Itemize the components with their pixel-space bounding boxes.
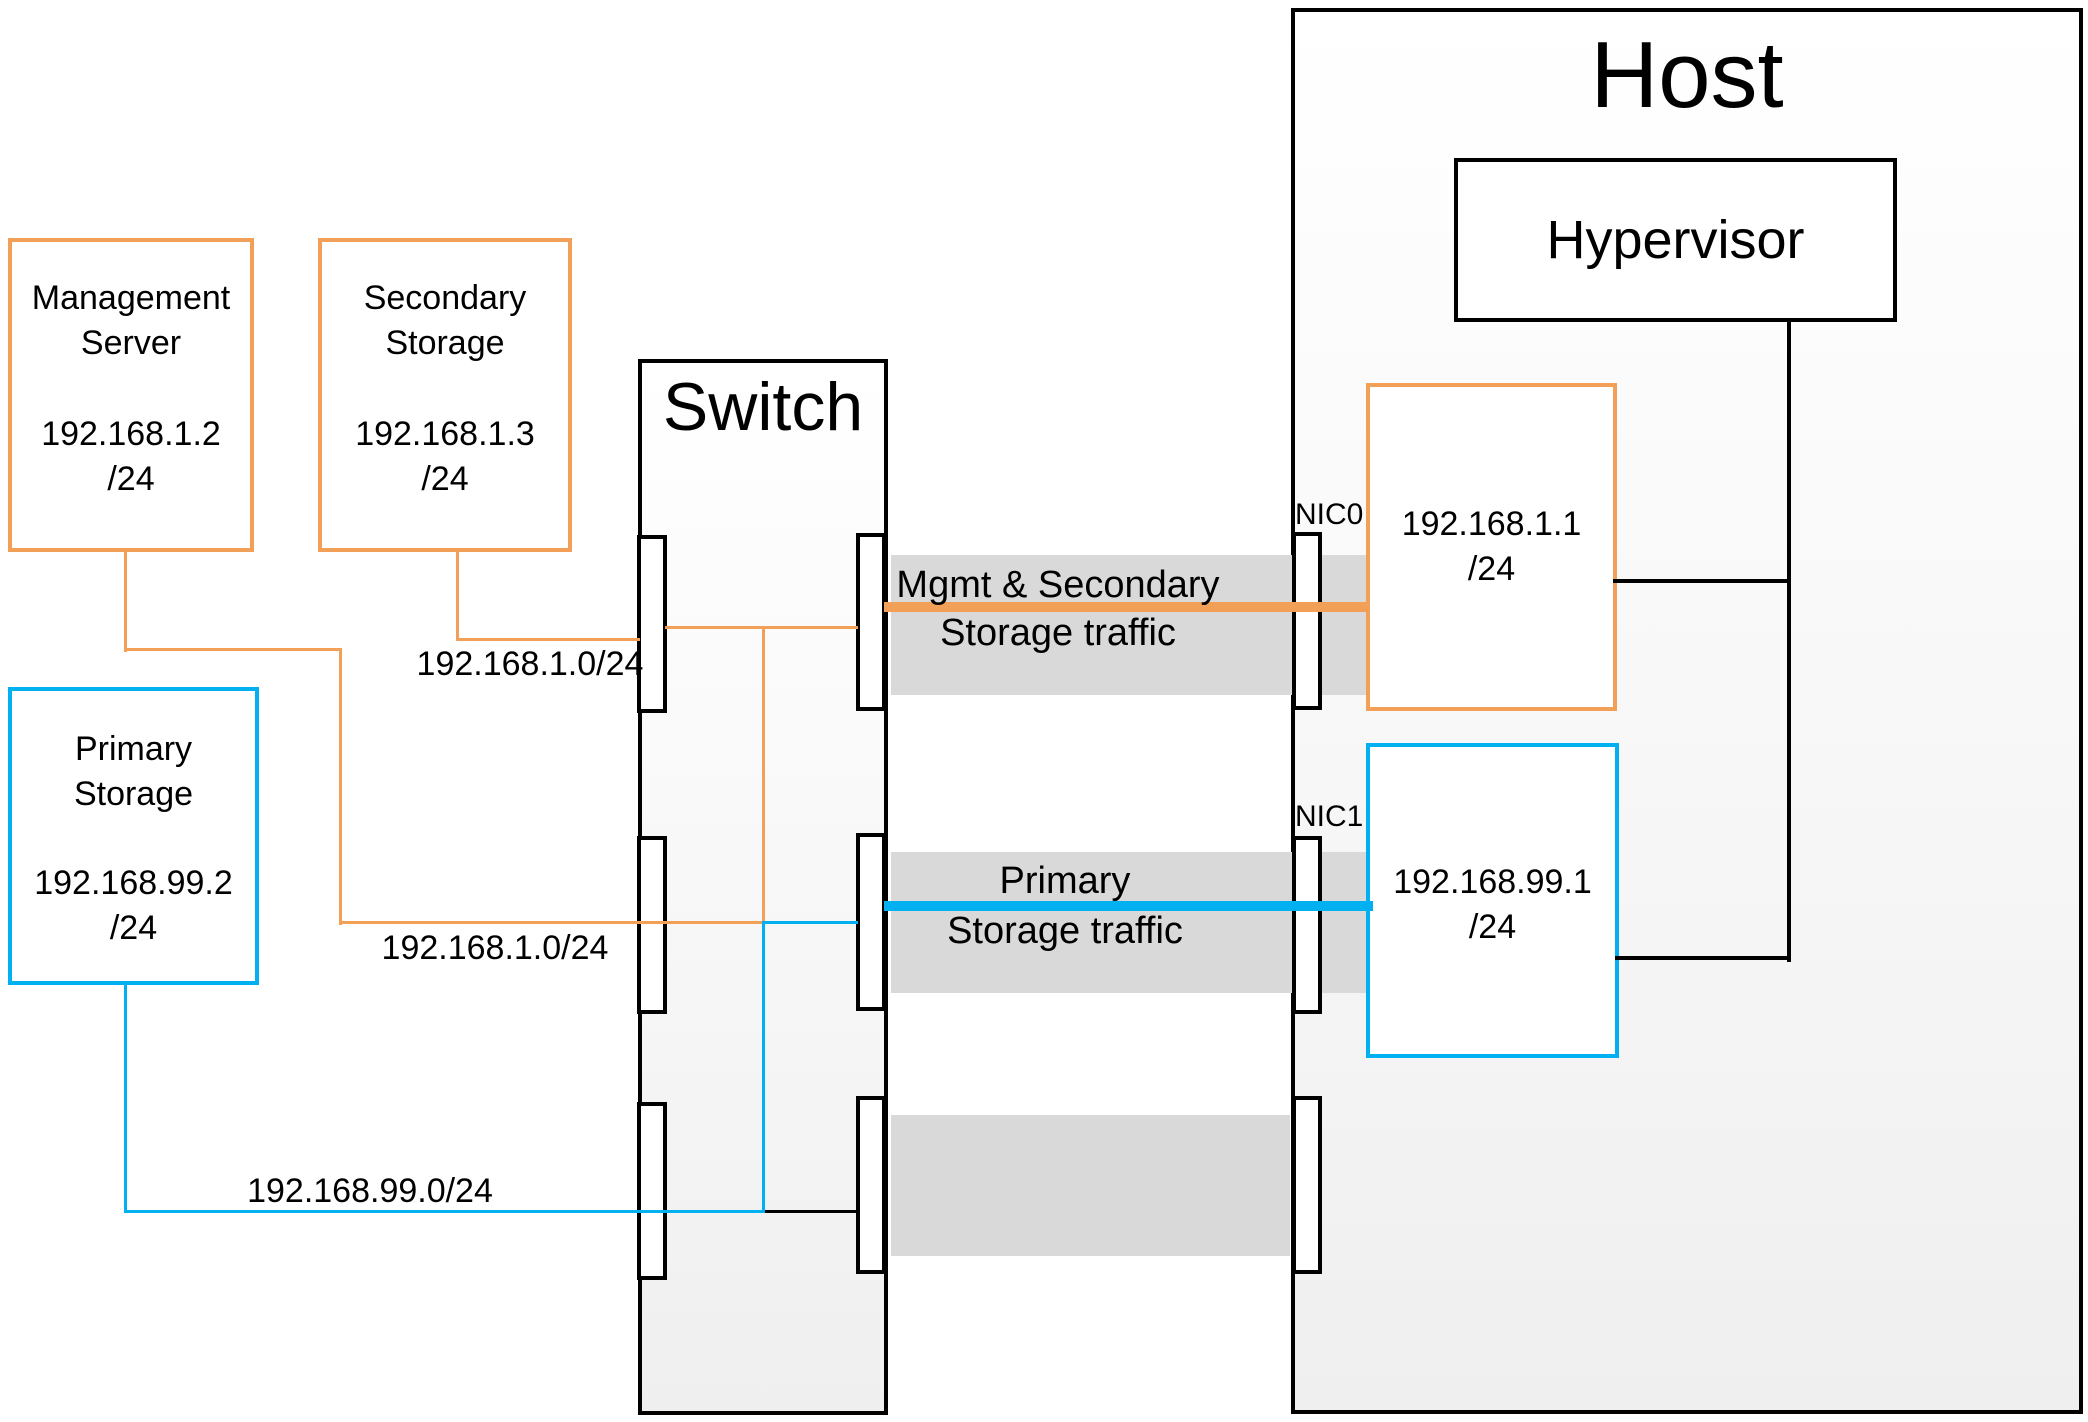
nic1-label: NIC1	[1295, 800, 1364, 833]
switch-internal-orange-h	[665, 626, 858, 629]
traffic-band-mgmt-secondary	[891, 555, 1367, 695]
nic0-label: NIC0	[1295, 498, 1364, 531]
secondary-storage-ip: 192.168.1.3	[355, 415, 535, 453]
traffic-band-primary	[891, 852, 1372, 993]
traffic-line-mgmt-secondary	[884, 602, 1368, 612]
management-server-mask: /24	[107, 460, 155, 498]
nic0-mask: /24	[1467, 550, 1516, 588]
link-primary-h	[124, 1210, 765, 1213]
management-server-ip: 192.168.1.2	[41, 415, 221, 453]
subnet-label-secondary: 192.168.1.0/24	[416, 645, 644, 683]
switch-port-left-3	[637, 1102, 667, 1280]
host-port-unused	[1292, 1096, 1322, 1274]
hypervisor-nic0-line	[1613, 579, 1791, 583]
management-server-box: Management Server 192.168.1.2 /24	[8, 238, 254, 552]
switch-internal-blue-v	[762, 921, 765, 1213]
host-label: Host	[1590, 22, 1784, 127]
host-port-nic0	[1292, 532, 1322, 710]
secondary-storage-name-1: Secondary	[363, 279, 527, 317]
link-management-h1	[124, 648, 342, 651]
band-mgmt-secondary-label-2: Storage traffic	[940, 612, 1176, 654]
band-mgmt-secondary-label-1: Mgmt & Secondary	[896, 564, 1220, 606]
nic1-mask: /24	[1468, 908, 1517, 946]
hypervisor-drop-line	[1787, 320, 1791, 962]
link-management-v1	[124, 550, 127, 652]
switch-port-right-1	[856, 533, 886, 711]
switch-port-right-3	[856, 1096, 886, 1274]
switch-internal-blue-h	[762, 921, 858, 924]
nic1-ip: 192.168.99.1	[1393, 863, 1592, 901]
traffic-band-unused	[891, 1115, 1290, 1256]
link-secondary-v	[456, 550, 459, 641]
nic1-box: 192.168.99.1 /24	[1366, 743, 1619, 1058]
switch-port-left-2	[637, 836, 667, 1014]
hypervisor-nic1-line	[1615, 956, 1791, 960]
link-management-h2	[339, 921, 765, 924]
switch-port-right-2	[856, 833, 886, 1011]
host-port-nic1	[1292, 836, 1322, 1014]
switch-label: Switch	[662, 369, 864, 445]
nic0-address: 192.168.1.1 /24	[1370, 387, 1613, 592]
hypervisor-box: Hypervisor	[1454, 158, 1897, 322]
primary-storage-mask: /24	[109, 909, 158, 947]
link-secondary-h	[456, 638, 640, 641]
switch-internal-black-h	[765, 1210, 858, 1213]
hypervisor-label: Hypervisor	[1546, 210, 1805, 270]
secondary-storage-box: Secondary Storage 192.168.1.3 /24	[318, 238, 572, 552]
nic0-box: 192.168.1.1 /24	[1366, 383, 1617, 711]
secondary-storage-mask: /24	[421, 460, 469, 498]
primary-storage-name-1: Primary	[74, 730, 193, 768]
primary-storage-ip: 192.168.99.2	[34, 864, 233, 902]
band-primary-label-2: Storage traffic	[947, 910, 1183, 952]
primary-storage-box: Primary Storage 192.168.99.2 /24	[8, 687, 259, 985]
traffic-line-primary	[884, 901, 1373, 911]
nic1-address: 192.168.99.1 /24	[1370, 747, 1615, 950]
band-primary-label-1: Primary	[999, 860, 1131, 902]
management-server-name-1: Management	[31, 279, 231, 317]
subnet-label-management: 192.168.1.0/24	[381, 929, 609, 967]
management-server-name-2: Server	[80, 324, 182, 362]
switch-port-left-1	[637, 535, 667, 713]
link-management-v2	[339, 648, 342, 925]
secondary-storage-name-2: Storage	[385, 324, 505, 362]
primary-storage-name-2: Storage	[73, 775, 194, 813]
nic0-ip: 192.168.1.1	[1401, 505, 1582, 543]
switch-internal-orange-v	[762, 626, 765, 923]
link-primary-v	[124, 981, 127, 1213]
subnet-label-primary: 192.168.99.0/24	[247, 1172, 493, 1210]
